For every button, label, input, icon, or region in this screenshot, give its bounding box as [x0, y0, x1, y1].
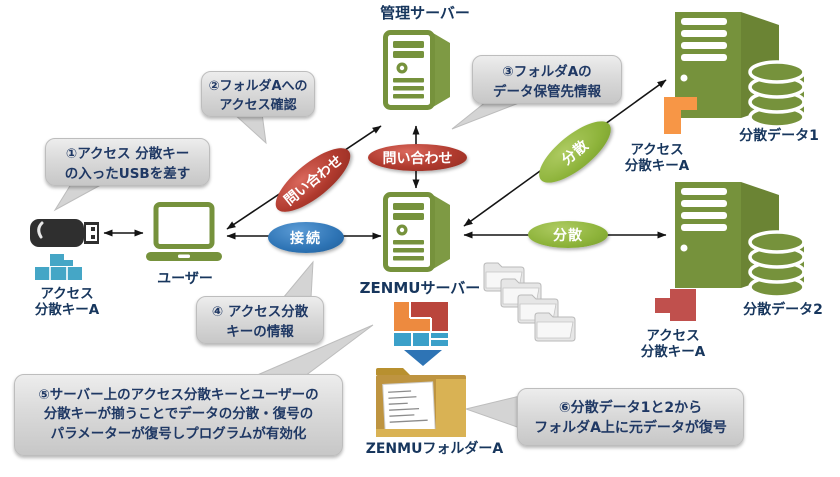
user-laptop-icon	[145, 202, 223, 264]
step5-bubble: ⑤サーバー上のアクセス分散キーとユーザーの 分散キーが揃うことでデータの分散・復…	[14, 374, 343, 456]
management-server-icon	[383, 30, 453, 110]
badge-distribute-2: 分散	[528, 221, 608, 248]
data1-key-label-line2: 分散キーA	[624, 157, 690, 174]
data2-key-label: アクセス 分散キーA	[618, 328, 728, 361]
data1-key-label: アクセス 分散キーA	[602, 142, 712, 175]
step2-bubble: ②フォルダAへの アクセス確認	[201, 71, 315, 117]
step6-line2: フォルダA上に元データが復号	[534, 420, 727, 436]
badge-inquiry-mgmt-zenmu-label: 問い合わせ	[382, 150, 453, 167]
badge-connect: 接続	[268, 222, 344, 253]
blue-down-arrow-icon	[403, 349, 443, 367]
step6-line1: ⑥分散データ1と2から	[558, 400, 703, 416]
step6-bubble: ⑥分散データ1と2から フォルダA上に元データが復号	[517, 388, 744, 446]
step2-bubble-tail	[231, 112, 267, 145]
data2-key-label-line1: アクセス	[646, 328, 700, 344]
step1-line2: の入ったUSBを差す	[64, 166, 191, 182]
badge-distribute-2-label: 分散	[553, 227, 583, 244]
usb-stick-icon	[30, 216, 100, 250]
usb-key-blocks-icon	[34, 253, 84, 283]
zenmu-server-label: ZENMUサーバー	[359, 279, 481, 297]
step6-bubble-tail	[464, 395, 521, 429]
step3-line1: ③フォルダAの	[502, 63, 592, 80]
usb-key-label-line2: 分散キーA	[34, 301, 100, 318]
step3-line2: データ保管先情報	[493, 83, 601, 100]
step5-line2: 分散キーが揃うことでデータの分散・復号の	[43, 406, 314, 423]
zenmu-server-icon	[383, 192, 453, 272]
badge-inquiry-mgmt-zenmu: 問い合わせ	[368, 144, 467, 171]
step4-bubble-tail	[281, 260, 314, 299]
step1-line1: ①アクセス 分散キー	[65, 146, 190, 162]
step1-bubble: ①アクセス 分散キー の入ったUSBを差す	[45, 138, 210, 186]
data2-key-icon	[654, 288, 698, 324]
folders-stack-icon	[481, 256, 581, 348]
step4-bubble: ④ アクセス分散 キーの情報	[196, 296, 324, 344]
data1-label: 分散データ1	[739, 128, 819, 144]
management-server-label: 管理サーバー	[380, 4, 470, 22]
step4-line2: キーの情報	[226, 324, 294, 340]
step2-line2: アクセス確認	[219, 98, 297, 113]
step5-line3: パラメーターが復号しプログラムが有効化	[50, 425, 307, 442]
step3-bubble: ③フォルダAの データ保管先情報	[472, 55, 622, 104]
step3-bubble-tail	[451, 100, 525, 130]
user-label: ユーザー	[157, 271, 213, 287]
zenmu-key-mosaic-icon	[394, 302, 448, 346]
data1-key-label-line1: アクセス	[630, 142, 684, 158]
zenmu-folder-icon	[372, 363, 470, 441]
step2-line1: ②フォルダAへの	[208, 79, 308, 94]
step4-line1: ④ アクセス分散	[211, 304, 309, 320]
step5-line1: ⑤サーバー上のアクセス分散キーとユーザーの	[38, 386, 319, 403]
data1-key-icon	[663, 96, 699, 136]
data2-server-icon	[663, 180, 813, 312]
usb-key-label: アクセス 分散キーA	[13, 286, 121, 319]
badge-connect-label: 接続	[290, 230, 322, 247]
zenmu-folder-label: ZENMUフォルダーA	[365, 441, 504, 457]
data2-key-label-line2: 分散キーA	[640, 343, 706, 360]
usb-key-label-line1: アクセス	[40, 286, 94, 302]
data2-label: 分散データ2	[743, 302, 823, 318]
